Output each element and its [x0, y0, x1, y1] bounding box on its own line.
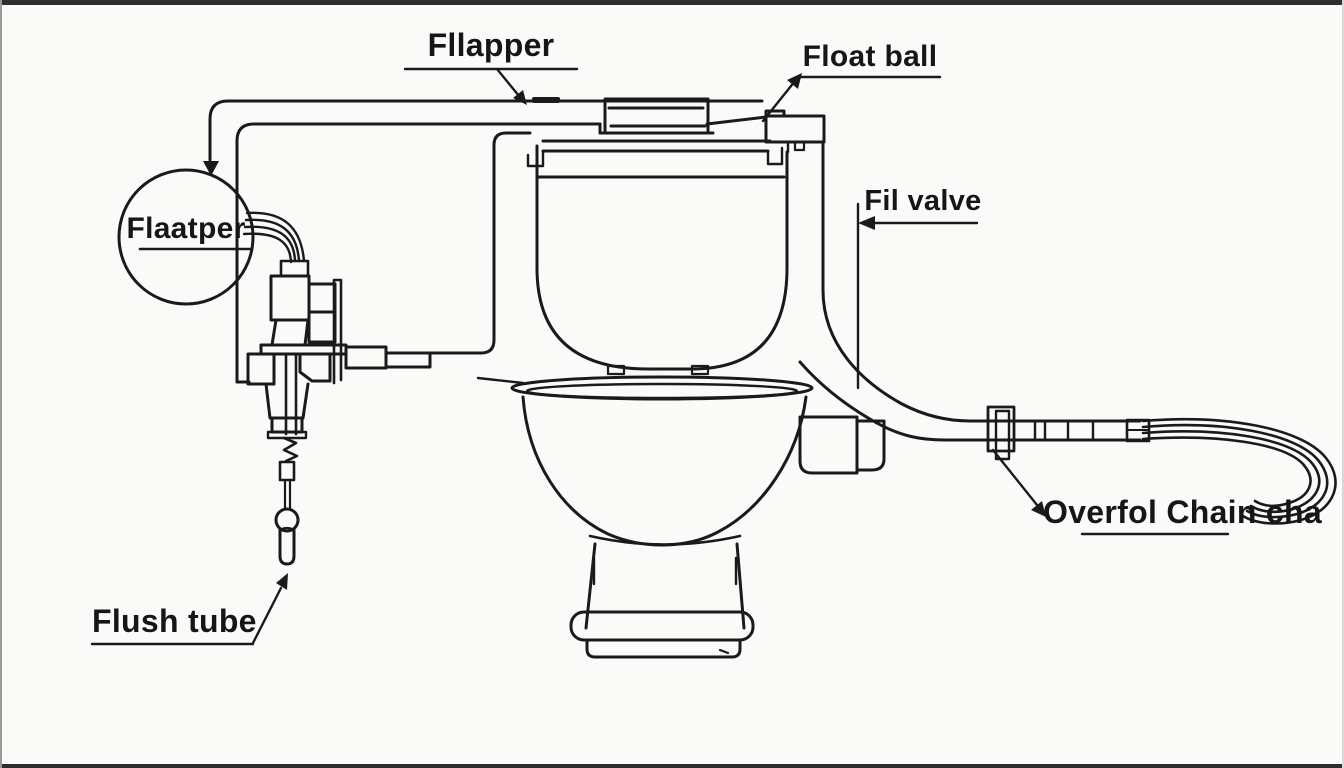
lift-ball — [274, 507, 300, 533]
base-tick — [718, 648, 730, 655]
valve-side-box-upper — [307, 282, 337, 314]
valve-post — [332, 278, 343, 385]
valve-rod-upper — [284, 352, 298, 436]
valve-arm-step — [384, 351, 432, 369]
fllapper-arrowhead — [513, 90, 527, 105]
tube-fitting — [279, 259, 310, 278]
lid-knob — [603, 97, 710, 135]
top-edge-bar — [0, 0, 1344, 5]
chain-clamp-inner — [994, 409, 1011, 461]
valve-main-block — [269, 274, 311, 322]
tank-right-wall — [821, 140, 1142, 423]
flush-tube-leader — [251, 586, 283, 645]
pipe-inner-line — [235, 122, 602, 384]
toilet-bowl — [476, 375, 814, 659]
lid-right-tab — [764, 109, 786, 118]
valve-right-step — [298, 352, 332, 383]
tank-foot-right — [690, 364, 710, 376]
valve-side-box-lower — [307, 310, 337, 344]
right-edge-line — [1342, 0, 1344, 768]
flush-valve-assembly — [242, 211, 432, 566]
lift-hook — [282, 436, 299, 463]
base-strip — [585, 638, 742, 659]
float-ball-leader — [761, 79, 797, 123]
flush-tube-arrowhead — [276, 573, 288, 590]
rim-tick — [476, 376, 525, 385]
valve-left-step — [246, 352, 276, 386]
supply-block — [798, 415, 859, 475]
flush-tube-part — [278, 528, 296, 566]
supply-block-right — [855, 419, 886, 472]
tank-shell — [535, 144, 789, 371]
flush-tube-top — [278, 526, 296, 532]
valve-small-plate — [266, 430, 308, 440]
fil-valve-arrowhead — [858, 216, 875, 230]
pipe-arrowhead — [203, 161, 219, 176]
label-float-ball: Float ball — [802, 40, 938, 74]
balloon-circle — [117, 168, 255, 306]
label-fil-valve: Fil valve — [864, 184, 982, 217]
left-edge-line — [0, 0, 2, 768]
tank-body — [526, 140, 1142, 442]
valve-lower-block — [270, 318, 310, 347]
flapper-pipe-loop — [203, 97, 764, 384]
tank-right-wall-inner — [798, 360, 1142, 442]
lid-step — [598, 122, 715, 135]
pipe-right-return — [428, 131, 532, 355]
bowl-seam — [588, 534, 742, 546]
lift-collar — [278, 460, 296, 482]
fllapper-leader — [495, 67, 521, 98]
water-plate-left-hook — [526, 149, 545, 168]
bowl-rim-inner — [525, 382, 799, 400]
label-flush-tube: Flush tube — [92, 603, 257, 639]
water-plate-right-hook — [766, 146, 784, 166]
chain-clamp-outer — [986, 405, 1016, 453]
pedestal-left — [584, 542, 597, 630]
tank-lid — [541, 97, 826, 154]
lid-right-slope — [705, 115, 768, 126]
label-overfol-chain: Overfol Chain cha — [1043, 494, 1322, 530]
bowl-outline — [521, 395, 808, 547]
tank-foot-left — [606, 364, 626, 376]
label-fllapper: Fllapper — [427, 27, 555, 64]
overflow-leader — [991, 448, 1039, 507]
fill-valve-assembly — [798, 405, 1337, 525]
lift-rod — [283, 478, 292, 511]
bottom-edge-bar — [0, 764, 1344, 768]
pedestal-right — [735, 542, 746, 630]
float-ball-arrowhead — [787, 73, 802, 89]
lid-notch — [793, 140, 806, 152]
lid-right-block — [764, 114, 826, 144]
pipe-outer-line — [208, 99, 764, 162]
flapper-balloon — [117, 168, 255, 306]
base-collar — [569, 610, 755, 642]
balloon-label-flaatper: Flaatper — [126, 212, 246, 246]
flex-hose — [1141, 417, 1337, 525]
valve-arm — [344, 345, 388, 370]
flapper-seat-plate — [532, 97, 560, 103]
overflow-arrowhead — [1031, 501, 1046, 517]
annotation-lines — [90, 67, 1230, 646]
